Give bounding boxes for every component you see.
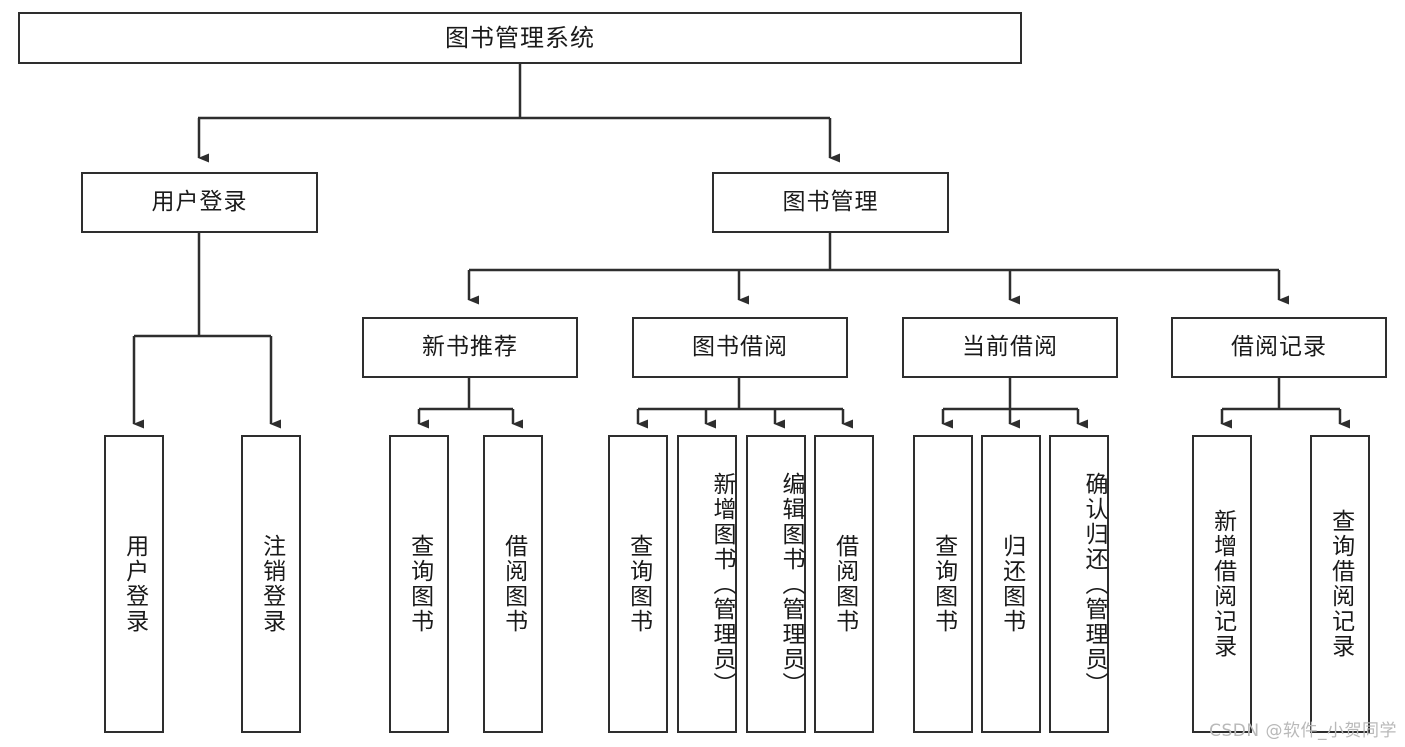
leaf-book-borrow-edit[interactable]: 编辑图书（管理员）	[746, 435, 806, 733]
node-label: 新增图书（管理员）	[709, 471, 735, 697]
node-label: 借阅图书	[500, 534, 527, 634]
node-label: 查询图书	[625, 534, 652, 634]
edge-book-borrow-branch	[636, 378, 853, 429]
leaf-current-borrow-confirm[interactable]: 确认归还（管理员）	[1049, 435, 1109, 733]
node-root-system[interactable]: 图书管理系统	[18, 12, 1022, 64]
node-label: 编辑图书（管理员）	[778, 471, 804, 697]
leaf-new-book-borrow[interactable]: 借阅图书	[483, 435, 543, 733]
edge-root-trunk	[197, 64, 840, 163]
node-label: 归还图书	[998, 534, 1025, 634]
edge-book-manage-branch	[467, 233, 1289, 305]
node-current-borrow[interactable]: 当前借阅	[902, 317, 1118, 378]
node-label: 新书推荐	[422, 333, 518, 360]
edge-borrow-record-branch	[1220, 378, 1350, 429]
csdn-watermark: CSDN @软件_小贺同学	[1209, 721, 1397, 741]
node-label: 图书管理	[782, 188, 879, 215]
node-label: 查询图书	[406, 534, 433, 634]
leaf-new-book-query[interactable]: 查询图书	[389, 435, 449, 733]
node-label: 借阅图书	[831, 534, 858, 634]
node-user-login[interactable]: 用户登录	[81, 172, 318, 233]
node-label: 用户登录	[151, 188, 248, 215]
node-book-management[interactable]: 图书管理	[712, 172, 949, 233]
node-new-book-recommend[interactable]: 新书推荐	[362, 317, 578, 378]
node-label: 借阅记录	[1231, 333, 1327, 360]
node-borrow-record[interactable]: 借阅记录	[1171, 317, 1387, 378]
edge-current-borrow-branch	[941, 378, 1088, 429]
leaf-user-login-login[interactable]: 用户登录	[104, 435, 164, 733]
edge-new-book-branch	[417, 378, 523, 429]
leaf-user-login-logout[interactable]: 注销登录	[241, 435, 301, 733]
leaf-book-borrow-borrow[interactable]: 借阅图书	[814, 435, 874, 733]
edge-user-login-branch	[132, 233, 281, 429]
leaf-borrow-record-add[interactable]: 新增借阅记录	[1192, 435, 1252, 733]
leaf-book-borrow-query[interactable]: 查询图书	[608, 435, 668, 733]
node-label: 新增借阅记录	[1209, 509, 1236, 659]
node-label: 图书管理系统	[445, 23, 595, 52]
leaf-current-borrow-query[interactable]: 查询图书	[913, 435, 973, 733]
leaf-borrow-record-query[interactable]: 查询借阅记录	[1310, 435, 1370, 733]
leaf-current-borrow-return[interactable]: 归还图书	[981, 435, 1041, 733]
node-label: 注销登录	[258, 534, 285, 634]
node-label: 查询借阅记录	[1327, 509, 1354, 659]
node-book-borrow[interactable]: 图书借阅	[632, 317, 848, 378]
node-label: 当前借阅	[962, 333, 1058, 360]
leaf-book-borrow-add[interactable]: 新增图书（管理员）	[677, 435, 737, 733]
node-label: 图书借阅	[692, 333, 788, 360]
node-label: 用户登录	[121, 534, 148, 634]
node-label: 确认归还（管理员）	[1081, 471, 1107, 697]
node-label: 查询图书	[930, 534, 957, 634]
